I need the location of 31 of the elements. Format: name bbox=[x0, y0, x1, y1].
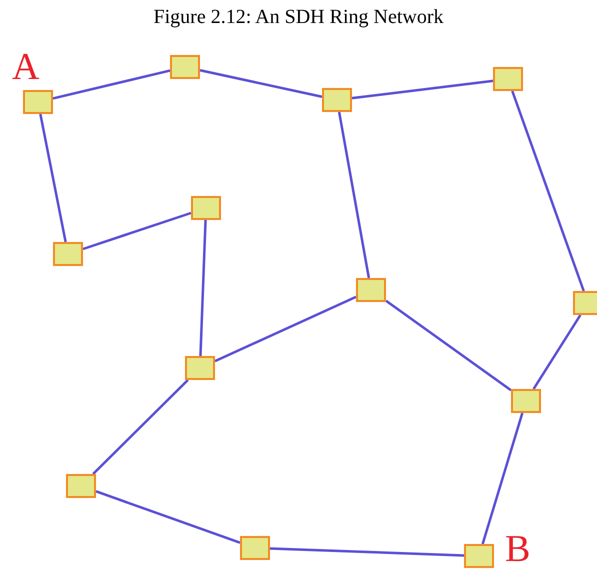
link-line bbox=[52, 69, 170, 100]
link-line bbox=[199, 220, 207, 356]
link-line bbox=[92, 379, 189, 475]
network-node-box bbox=[573, 291, 597, 315]
link-line bbox=[82, 212, 192, 250]
link-line bbox=[200, 69, 322, 98]
network-node-box bbox=[356, 278, 386, 302]
link-line bbox=[511, 90, 585, 292]
network-node-box bbox=[23, 90, 53, 114]
network-node-box bbox=[322, 88, 352, 112]
link-line bbox=[532, 314, 582, 390]
network-node-box bbox=[191, 196, 221, 220]
network-node-box bbox=[511, 389, 541, 413]
node-label: B bbox=[505, 530, 530, 568]
node-label: A bbox=[12, 48, 40, 86]
figure-title: Figure 2.12: An SDH Ring Network bbox=[154, 6, 444, 29]
network-node-box bbox=[170, 55, 200, 79]
link-line bbox=[352, 80, 494, 100]
link-line bbox=[338, 112, 370, 278]
network-node-box bbox=[53, 242, 83, 266]
link-line bbox=[39, 114, 67, 242]
network-node-box bbox=[240, 536, 270, 560]
link-line bbox=[270, 547, 464, 557]
link-line bbox=[214, 296, 357, 362]
network-node-box bbox=[493, 67, 523, 91]
link-line bbox=[385, 300, 512, 392]
link-line bbox=[481, 412, 524, 544]
network-node-box bbox=[66, 474, 96, 498]
network-node-box bbox=[185, 356, 215, 380]
link-line bbox=[96, 490, 240, 544]
network-node-box bbox=[464, 544, 494, 568]
